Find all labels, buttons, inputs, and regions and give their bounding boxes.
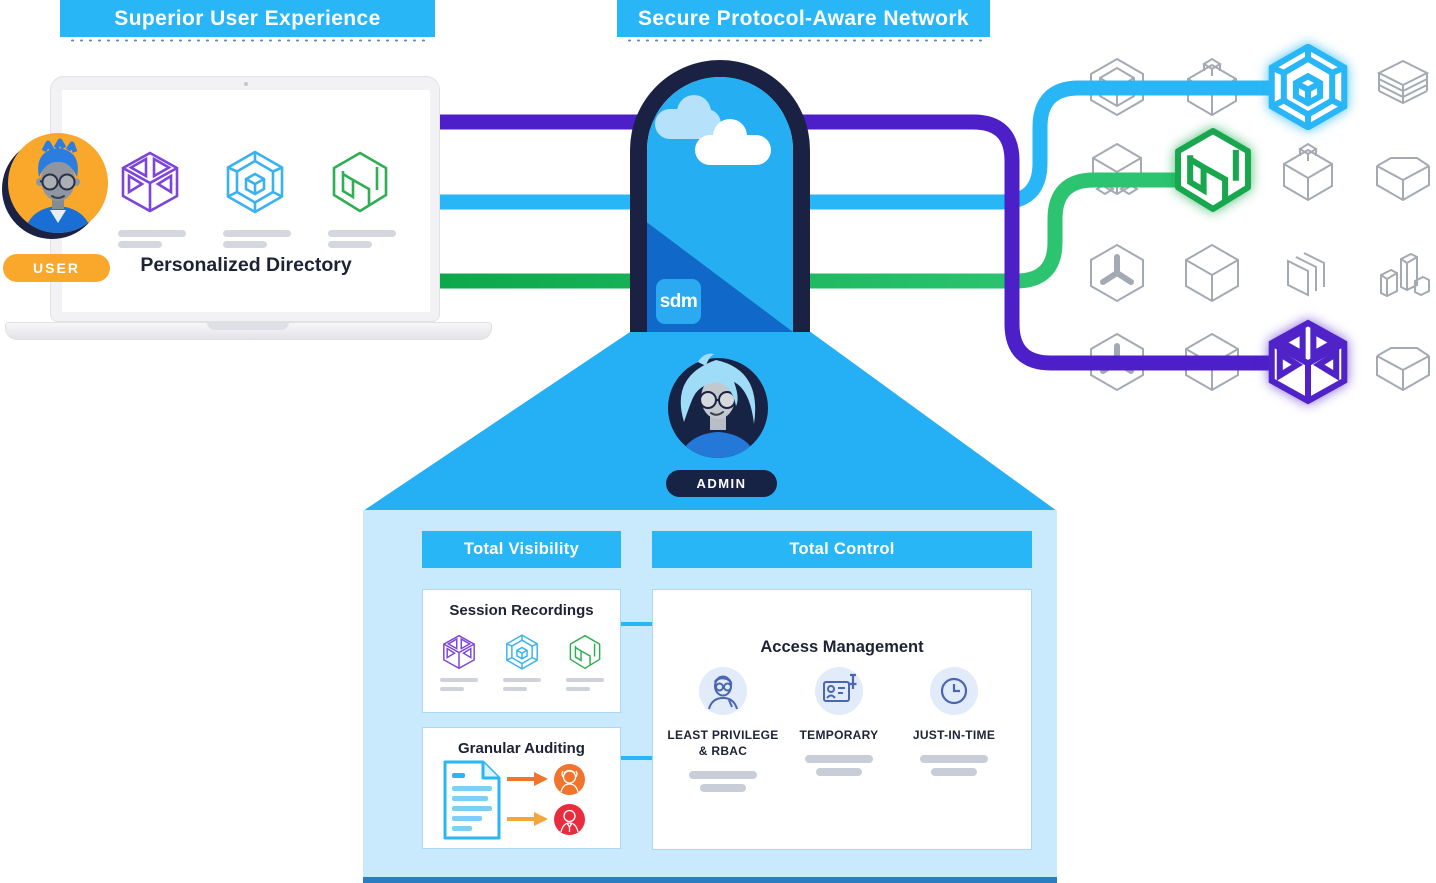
banner-secure-network: Secure Protocol-Aware Network <box>617 0 990 37</box>
access-item-label: JUST-IN-TIME <box>912 728 996 742</box>
halftone-decoration <box>68 37 428 46</box>
audited-user-avatar-red <box>554 804 585 835</box>
banner-user-experience: Superior User Experience <box>60 0 435 37</box>
placeholder-bar <box>118 230 186 237</box>
resource-icon-gray <box>1091 245 1143 301</box>
placeholder-bar <box>328 230 396 237</box>
placeholder-bar <box>223 241 267 248</box>
placeholder-bar <box>816 768 862 777</box>
blue-hex-cube-service-icon <box>223 150 287 214</box>
resource-icon-gray <box>1376 347 1430 391</box>
placeholder-bar <box>440 678 478 682</box>
amber-arrow-icon <box>507 812 548 826</box>
control-panel: Total Visibility Total Control Session R… <box>363 510 1057 883</box>
badge-pin-icon <box>815 667 863 715</box>
access-item-label: TEMPORARY <box>799 728 879 742</box>
cloud-icon <box>713 119 747 153</box>
placeholder-bar <box>931 768 977 777</box>
placeholder-bar <box>328 241 372 248</box>
resource-icon-gray <box>1283 143 1333 201</box>
tunnel-interior: sdm <box>647 77 793 332</box>
blue-hex-mini-icon <box>504 634 540 670</box>
green-n-mini-icon <box>567 634 603 670</box>
admin-avatar <box>658 346 778 466</box>
placeholder-bar <box>566 687 590 691</box>
sdm-logo: sdm <box>656 279 701 324</box>
highlighted-resource-cyan-hex-icon <box>1265 44 1351 130</box>
placeholder-bar <box>118 241 162 248</box>
placeholder-bar <box>689 771 757 780</box>
resource-icon-gray <box>1380 253 1430 297</box>
resource-icon-gray <box>1376 157 1430 201</box>
purple-connection-line <box>440 114 1272 371</box>
admin-badge: ADMIN <box>666 470 777 497</box>
purple-cube-mini-icon <box>441 634 477 670</box>
panel-bottom-strip <box>363 877 1057 883</box>
access-management-title: Access Management <box>760 638 924 656</box>
laptop-camera-dot <box>244 82 248 86</box>
access-management-card: Access Management LEAST PRIVILEGE & RBAC <box>652 589 1032 850</box>
highlighted-resource-green-n-icon <box>1170 127 1256 213</box>
access-item-temporary: TEMPORARY <box>769 667 909 777</box>
audited-user-avatar-orange <box>554 764 585 795</box>
purple-cube-service-icon <box>118 150 182 214</box>
halftone-decoration <box>625 37 983 46</box>
laptop-notch <box>207 322 289 330</box>
user-badge: USER <box>3 254 110 282</box>
secure-tunnel: sdm <box>630 60 810 332</box>
placeholder-bar <box>805 755 873 764</box>
orange-arrow-icon <box>507 772 548 786</box>
resource-grid <box>1091 58 1430 391</box>
user-avatar <box>8 133 108 233</box>
green-connection-line <box>440 172 1180 289</box>
directory-title: Personalized Directory <box>140 254 352 276</box>
clock-icon <box>930 667 978 715</box>
session-recordings-card: Session Recordings <box>422 589 621 713</box>
placeholder-bar <box>503 678 541 682</box>
person-icon <box>699 667 747 715</box>
access-item-label: LEAST PRIVILEGE & RBAC <box>667 728 779 759</box>
placeholder-bar <box>503 687 527 691</box>
placeholder-bar <box>223 230 291 237</box>
resource-icon-gray <box>1378 60 1428 104</box>
access-item-just-in-time: JUST-IN-TIME <box>884 667 1024 777</box>
total-control-header: Total Control <box>652 531 1032 568</box>
placeholder-bar <box>920 755 988 764</box>
cloud-icon <box>677 95 711 129</box>
granular-auditing-card: Granular Auditing <box>422 727 621 849</box>
audit-log-document-icon <box>443 760 501 840</box>
placeholder-bar <box>700 784 746 793</box>
granular-auditing-title: Granular Auditing <box>458 740 585 757</box>
session-recordings-title: Session Recordings <box>449 602 594 619</box>
placeholder-bar <box>566 678 604 682</box>
green-n-cube-service-icon <box>328 150 392 214</box>
resource-icon-gray <box>1287 252 1325 296</box>
placeholder-bar <box>440 687 464 691</box>
total-visibility-header: Total Visibility <box>422 531 621 568</box>
access-item-least-privilege: LEAST PRIVILEGE & RBAC <box>653 667 793 793</box>
connector-line <box>621 756 652 760</box>
resource-icon-gray <box>1185 244 1239 302</box>
connector-line <box>621 622 652 626</box>
highlighted-resource-purple-cube-icon <box>1265 319 1351 405</box>
